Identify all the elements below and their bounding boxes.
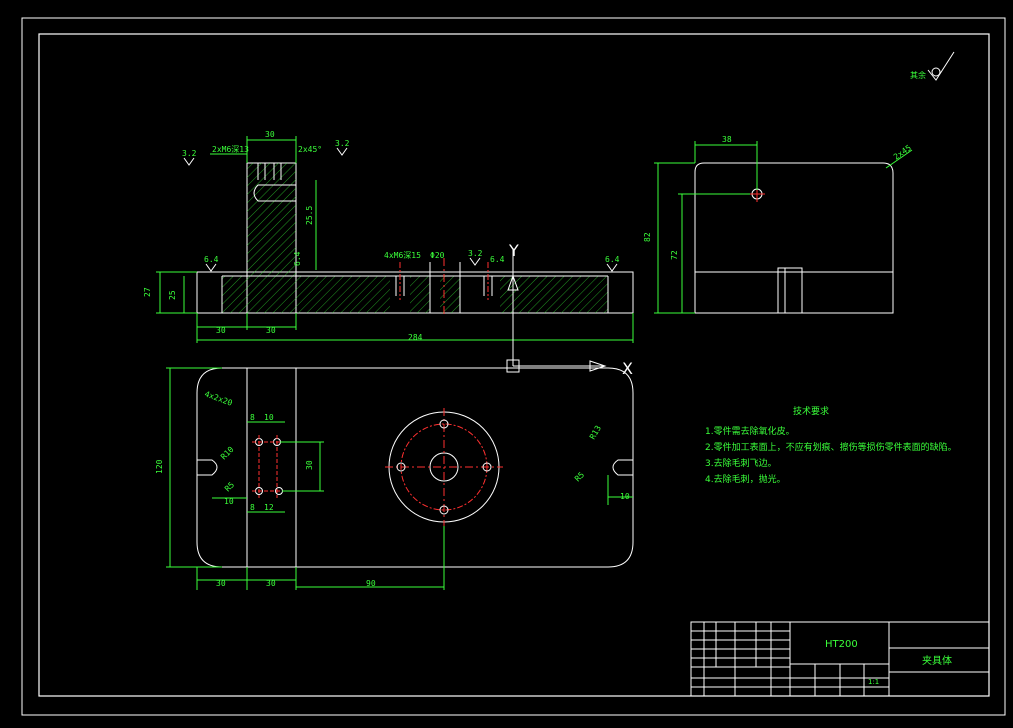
side-view: 38 82 72 2x45 bbox=[643, 135, 913, 314]
roughness-g: 6.4 bbox=[605, 255, 620, 264]
dim-vertical: 25.5 bbox=[305, 206, 314, 225]
side-dim-82: 82 bbox=[643, 232, 652, 242]
top-view: 8 10 30 10 8 12 R10 R5 4x2x20 120 30 30 … bbox=[155, 241, 634, 590]
dim-total: 284 bbox=[408, 333, 423, 342]
top-dim-8a: 8 bbox=[250, 413, 255, 422]
roughness-e: 3.2 bbox=[468, 249, 483, 258]
thread-note-top: 2xM6深13 bbox=[212, 145, 249, 154]
title-block: HT200 夹具体 1:1 bbox=[690, 621, 990, 697]
top-dim-8b: 8 bbox=[250, 503, 255, 512]
top-dim-r5b: R5 bbox=[573, 470, 586, 483]
tech-item-1: 1.零件需去除氧化皮。 bbox=[705, 425, 795, 437]
axis-x-label: X bbox=[622, 359, 633, 378]
tech-title: 技术要求 bbox=[793, 405, 829, 417]
inner-border bbox=[38, 33, 990, 697]
top-dim-30b: 30 bbox=[266, 579, 276, 588]
tech-requirements: 技术要求 1.零件需去除氧化皮。 2.零件加工表面上，不应有划痕、擦伤等损伤零件… bbox=[705, 405, 957, 485]
tech-item-2: 2.零件加工表面上，不应有划痕、擦伤等损伤零件表面的缺陷。 bbox=[705, 441, 957, 453]
axis-y-label: Y bbox=[508, 241, 519, 260]
hole-note: 4xM6深15 bbox=[384, 251, 421, 260]
outer-border bbox=[21, 17, 1006, 716]
dia-note: Φ20 bbox=[430, 251, 445, 260]
dim-25: 25 bbox=[168, 290, 177, 300]
top-dim-30r: 30 bbox=[305, 460, 314, 470]
front-view: 30 2xM6深13 2x45° 3.2 3.2 6.4 6.4 3.2 6.4… bbox=[143, 130, 634, 343]
top-dim-10b: 10 bbox=[224, 497, 234, 506]
chamfer-note: 2x45° bbox=[298, 145, 322, 154]
dim-30-top: 30 bbox=[265, 130, 275, 139]
top-dim-12: 12 bbox=[264, 503, 274, 512]
top-dim-10c: 10 bbox=[620, 492, 630, 501]
side-chamfer: 2x45 bbox=[892, 143, 913, 162]
top-dim-10a: 10 bbox=[264, 413, 274, 422]
tech-item-3: 3.去除毛刺飞边。 bbox=[705, 457, 777, 469]
dim-30-mid: 30 bbox=[266, 326, 276, 335]
top-chamfer: 4x2x20 bbox=[203, 389, 233, 407]
roughness-f: 6.4 bbox=[490, 255, 505, 264]
side-dim-72: 72 bbox=[670, 250, 679, 260]
tech-item-4: 4.去除毛刺，抛光。 bbox=[705, 473, 786, 485]
tb-part-name: 夹具体 bbox=[922, 654, 952, 667]
top-dim-120: 120 bbox=[155, 459, 164, 474]
tb-scale: 1:1 bbox=[868, 678, 879, 686]
roughness-b: 3.2 bbox=[335, 139, 350, 148]
roughness-general-label: 其余 bbox=[910, 70, 926, 80]
tb-material: HT200 bbox=[825, 639, 858, 650]
roughness-a: 3.2 bbox=[182, 149, 197, 158]
dim-30-left: 30 bbox=[216, 326, 226, 335]
dim-27: 27 bbox=[143, 287, 152, 297]
top-dim-r5: R5 bbox=[223, 480, 236, 493]
roughness-d: 6.4 bbox=[293, 251, 302, 266]
roughness-general-symbol: 其余 bbox=[910, 51, 955, 81]
top-dim-r13: R13 bbox=[588, 424, 603, 441]
roughness-c: 6.4 bbox=[204, 255, 219, 264]
top-dim-r10: R10 bbox=[219, 445, 236, 462]
top-dim-90: 90 bbox=[366, 579, 376, 588]
top-dim-30a: 30 bbox=[216, 579, 226, 588]
side-dim-38: 38 bbox=[722, 135, 732, 144]
